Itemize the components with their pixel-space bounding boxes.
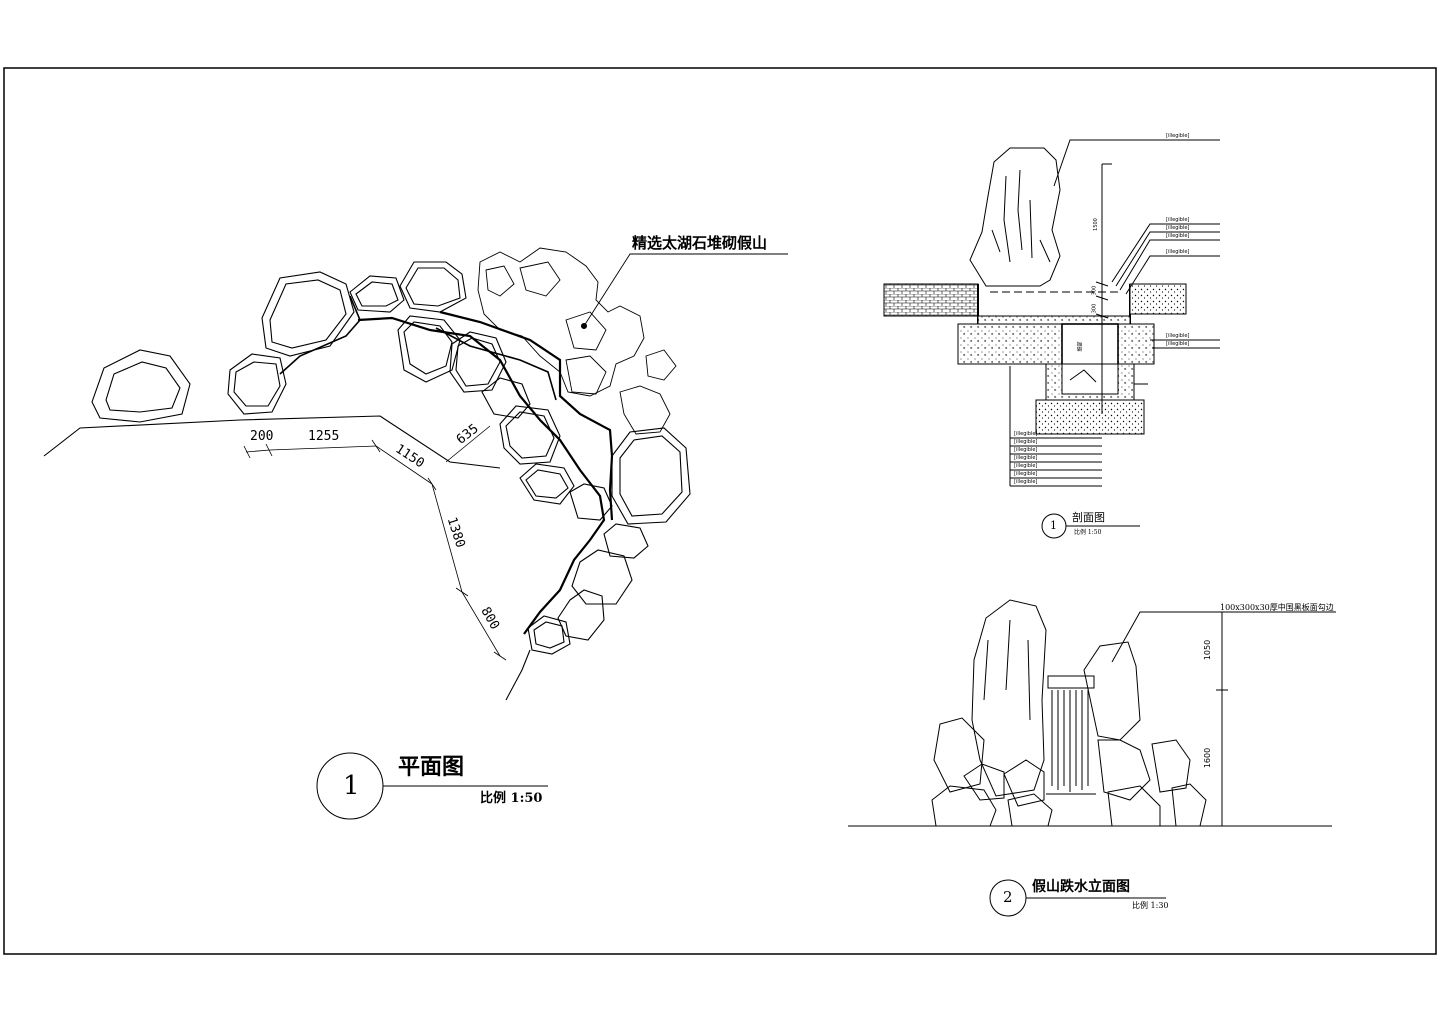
plan-rock-chain xyxy=(227,261,691,655)
section-paving-left xyxy=(883,283,979,317)
section-callout-l5: [illegible] xyxy=(1014,463,1038,469)
plan-pond-inner-edge xyxy=(357,316,606,635)
plan-dim-200: 200 xyxy=(250,429,274,444)
plan-dim-1255: 1255 xyxy=(308,429,340,444)
plan-callout-leader xyxy=(583,253,788,327)
elevation-view-scale: 比例 1:30 xyxy=(1132,901,1169,910)
plan-ground-edge xyxy=(43,415,501,469)
section-callout-r5: [illegible] xyxy=(1166,333,1190,339)
elevation-callout-text: 100x300x30厚中国黑板面勾边 xyxy=(1220,603,1334,612)
plan-dimension-lines xyxy=(243,425,507,661)
section-callout-r1: [illegible] xyxy=(1166,217,1190,223)
section-label-number: 1 xyxy=(1050,519,1057,532)
section-dim-300a: 300 xyxy=(1091,285,1098,296)
elevation-view xyxy=(848,599,1336,917)
plan-view-scale: 比例 1:50 xyxy=(480,791,543,806)
section-view-scale: 比例 1:50 xyxy=(1074,529,1102,536)
elevation-waterfall xyxy=(1051,690,1089,792)
elevation-label-number: 2 xyxy=(1003,888,1013,906)
section-callout-l1: [illegible] xyxy=(1014,431,1038,437)
section-callout-r6: [illegible] xyxy=(1166,341,1190,347)
section-callout-l7: [illegible] xyxy=(1014,479,1038,485)
section-rock xyxy=(969,147,1061,287)
plan-callout-text: 精选太湖石堆砌假山 xyxy=(632,234,768,252)
section-view-title: 剖面图 xyxy=(1072,511,1105,524)
section-callout-l6: [illegible] xyxy=(1014,471,1038,477)
section-callout-r4: [illegible] xyxy=(1166,249,1190,255)
plan-label-number: 1 xyxy=(343,771,360,801)
section-dim-300b: 300 xyxy=(1091,303,1098,314)
section-callout-l4: [illegible] xyxy=(1014,455,1038,461)
elevation-dim-1050: 1050 xyxy=(1203,639,1213,661)
plan-view xyxy=(43,247,788,820)
section-callout-top: [illegible] xyxy=(1166,133,1190,139)
section-tiny-note: 细部 xyxy=(1077,341,1084,352)
section-callout-r2: [illegible] xyxy=(1166,225,1190,231)
section-dimension-line xyxy=(1095,164,1109,414)
plan-edge-lower xyxy=(505,649,531,701)
section-callout-r3: [illegible] xyxy=(1166,233,1190,239)
section-callout-l3: [illegible] xyxy=(1014,447,1038,453)
section-callout-l2: [illegible] xyxy=(1014,439,1038,445)
elevation-dimension-line xyxy=(1216,611,1228,827)
section-dim-1500: 1500 xyxy=(1092,218,1099,231)
elevation-view-title: 假山跌水立面图 xyxy=(1032,879,1130,895)
elevation-dim-1600: 1600 xyxy=(1203,747,1213,769)
plan-rock-mound xyxy=(477,247,677,435)
section-view xyxy=(883,139,1220,539)
plan-view-title: 平面图 xyxy=(398,754,465,780)
plan-boulder-isolated xyxy=(91,349,191,423)
elevation-waterfall-lip xyxy=(1047,675,1095,689)
sheet-border xyxy=(3,67,1437,955)
